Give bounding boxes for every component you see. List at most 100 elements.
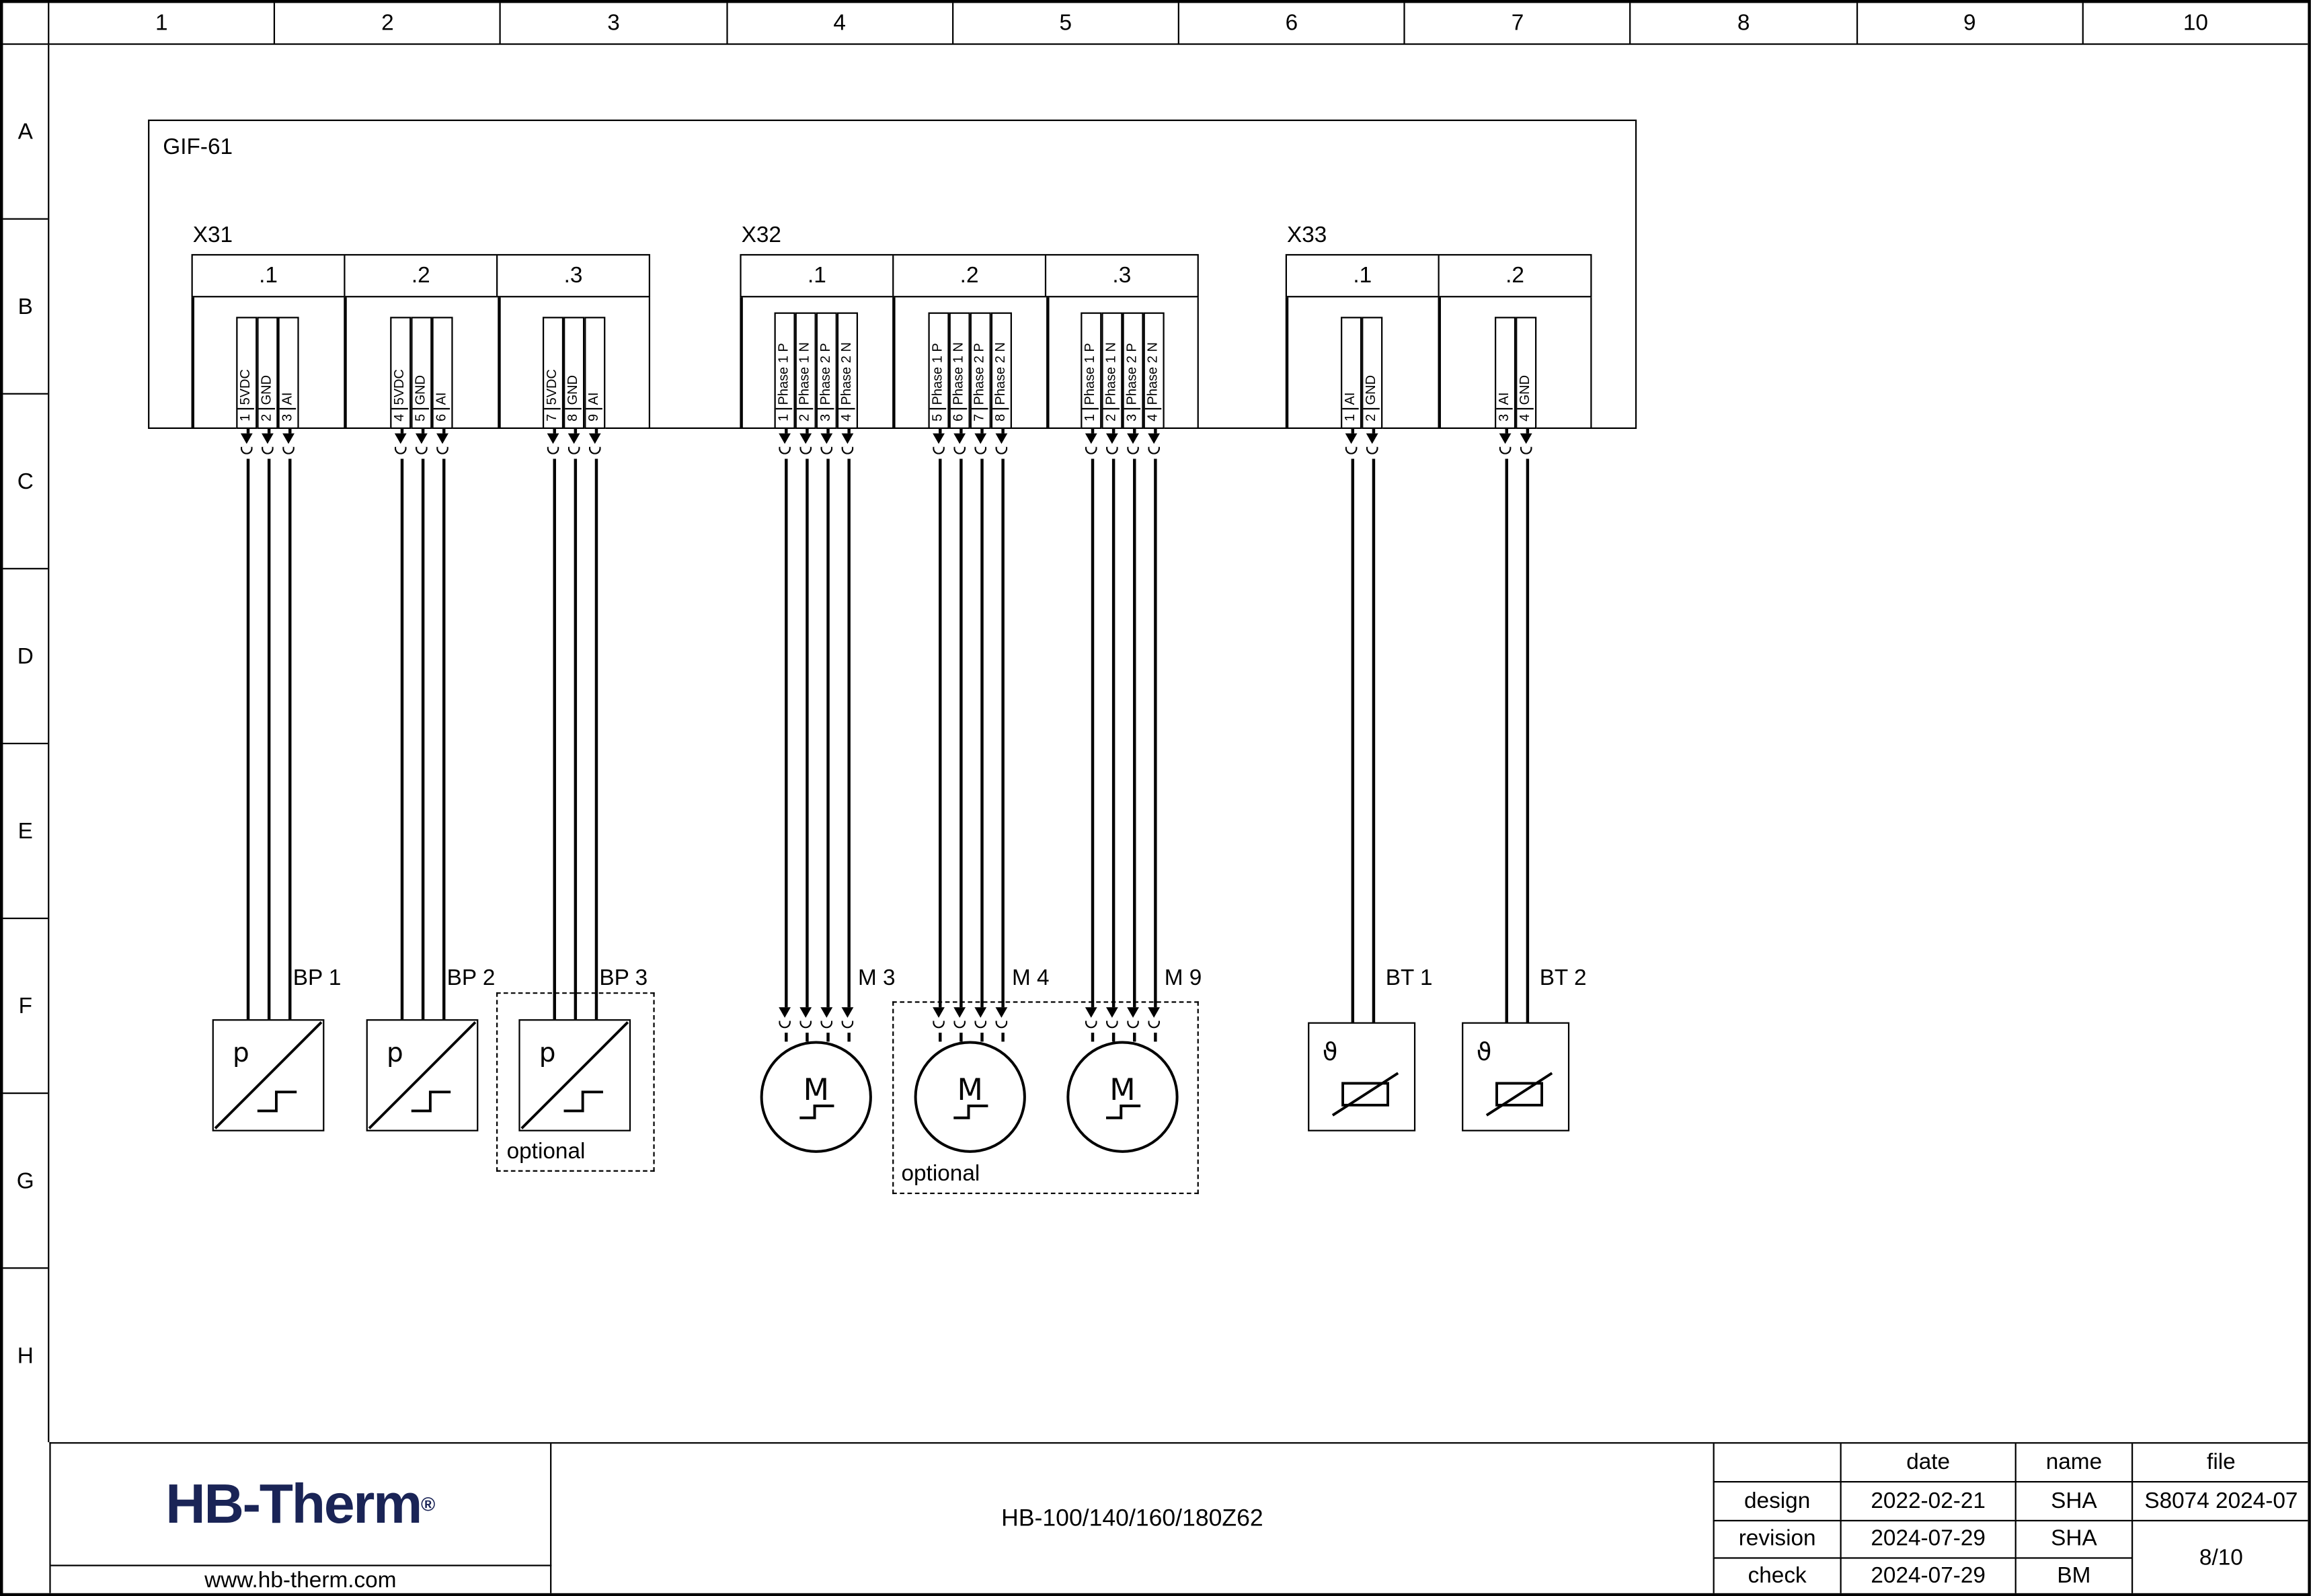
revision-name: SHA xyxy=(2014,1519,2131,1557)
connector-cell-line xyxy=(1285,297,1288,430)
ruler-row-e: E xyxy=(3,744,48,920)
connector-plug-icon xyxy=(1146,1007,1162,1033)
logo-cell: HB-Therm® xyxy=(51,1443,552,1565)
section-label: .1 xyxy=(1287,255,1440,296)
connector-plug-icon xyxy=(1083,433,1099,459)
connector-plug-icon xyxy=(798,433,814,459)
connector-plug-icon xyxy=(952,433,968,459)
terminal-signal: Phase 2 P xyxy=(971,343,987,405)
terminal-pin: 3 xyxy=(279,407,297,426)
terminal-signal: Phase 2 P xyxy=(1124,343,1139,405)
ruler-row-d: D xyxy=(3,569,48,745)
terminal-signal: AI xyxy=(1342,392,1358,405)
terminal-signal: 5VDC xyxy=(544,369,559,405)
terminal-pin: 2 xyxy=(1103,407,1120,426)
connector-plug-icon xyxy=(819,433,834,459)
pressure-sensor-icon: p xyxy=(214,1021,323,1129)
device-label-bt1: BT 1 xyxy=(1385,965,1433,991)
wire xyxy=(785,429,787,1042)
table-header-file: file xyxy=(2131,1443,2308,1482)
connector-plug-icon xyxy=(952,1007,968,1033)
ruler-col-4: 4 xyxy=(728,3,953,44)
ruler-col-3: 3 xyxy=(502,3,728,44)
ruler-col-2: 2 xyxy=(275,3,502,44)
connector-x33-header: .1 .2 xyxy=(1285,253,1592,298)
terminal-signal: GND xyxy=(565,374,580,405)
connector-plug-icon xyxy=(798,1007,814,1033)
connector-cell-line xyxy=(344,297,346,430)
svg-text:M: M xyxy=(957,1073,983,1107)
table-header-name: name xyxy=(2014,1443,2131,1482)
connector-plug-icon xyxy=(1125,433,1141,459)
ruler-col-9: 9 xyxy=(1857,3,2084,44)
connector-x31-header: .1 .2 .3 xyxy=(191,253,651,298)
connector-plug-icon xyxy=(260,433,276,459)
connector-x32-label: X32 xyxy=(741,223,781,249)
device-label-m3: M 3 xyxy=(858,965,896,991)
motor-m3: M xyxy=(759,1040,873,1154)
wire xyxy=(826,429,829,1042)
connector-cell-line xyxy=(648,297,651,430)
terminal-signal: GND xyxy=(412,374,428,405)
wire xyxy=(442,429,445,1020)
wire xyxy=(421,429,424,1020)
device-label-bp3: BP 3 xyxy=(599,965,648,991)
row-label-check: check xyxy=(1713,1556,1840,1593)
wire xyxy=(1505,429,1507,1023)
website-cell: www.hb-therm.com xyxy=(50,1564,552,1593)
temp-sensor-bt1: ϑ xyxy=(1308,1022,1416,1131)
terminal-signal: AI xyxy=(433,392,448,405)
left-ruler: A B C D E F G H xyxy=(3,44,50,1443)
revision-table: date name file design 2022-02-21 SHA S80… xyxy=(1713,1443,2308,1593)
terminal: 8 GND xyxy=(563,317,585,430)
connector-plug-icon xyxy=(1364,433,1380,459)
terminal-pin: 5 xyxy=(412,407,430,426)
connector-plug-icon xyxy=(393,433,408,459)
terminal-pin: 5 xyxy=(929,407,947,426)
wire xyxy=(288,429,291,1020)
connector-cell-line xyxy=(1438,297,1440,430)
terminal-signal: Phase 2 N xyxy=(1144,342,1161,405)
terminal-signal: Phase 1 P xyxy=(775,343,791,405)
title-block: HB-Therm® www.hb-therm.com HB-100/140/16… xyxy=(49,1442,2308,1593)
ruler-col-10: 10 xyxy=(2183,10,2208,36)
svg-text:M: M xyxy=(1109,1073,1135,1107)
wire xyxy=(1111,429,1115,1042)
optional-label: optional xyxy=(901,1161,980,1187)
motor-m4: M xyxy=(913,1040,1027,1154)
thermistor-icon: ϑ xyxy=(1323,1037,1399,1117)
wire xyxy=(980,429,983,1042)
thermistor-icon: ϑ xyxy=(1477,1037,1553,1117)
terminal-signal: AI xyxy=(1496,392,1512,405)
terminal-pin: 8 xyxy=(565,407,582,426)
ruler-col-8: 8 xyxy=(1631,3,1858,44)
connector-plug-icon xyxy=(434,433,451,459)
ruler-row-c: C xyxy=(3,395,48,569)
check-date: 2024-07-29 xyxy=(1840,1556,2015,1593)
connector-plug-icon xyxy=(1104,1007,1120,1033)
website-text: www.hb-therm.com xyxy=(204,1567,397,1593)
svg-text:p: p xyxy=(539,1038,556,1068)
connector-x32-header: .1 .2 .3 xyxy=(740,253,1199,298)
section-label: .1 xyxy=(193,255,346,296)
connector-plug-icon xyxy=(1518,433,1534,459)
connector-plug-icon xyxy=(777,1007,793,1033)
svg-text:ϑ: ϑ xyxy=(1323,1037,1338,1066)
connector-plug-icon xyxy=(545,433,561,459)
wire xyxy=(1091,429,1094,1042)
terminal-signal: Phase 2 N xyxy=(838,342,854,405)
section-label: .3 xyxy=(1112,263,1132,289)
terminal-signal: GND xyxy=(1517,374,1532,405)
table-header-date: date xyxy=(1840,1443,2015,1482)
connector-plug-icon xyxy=(1343,433,1359,459)
page-number: 8/10 xyxy=(2131,1519,2308,1593)
